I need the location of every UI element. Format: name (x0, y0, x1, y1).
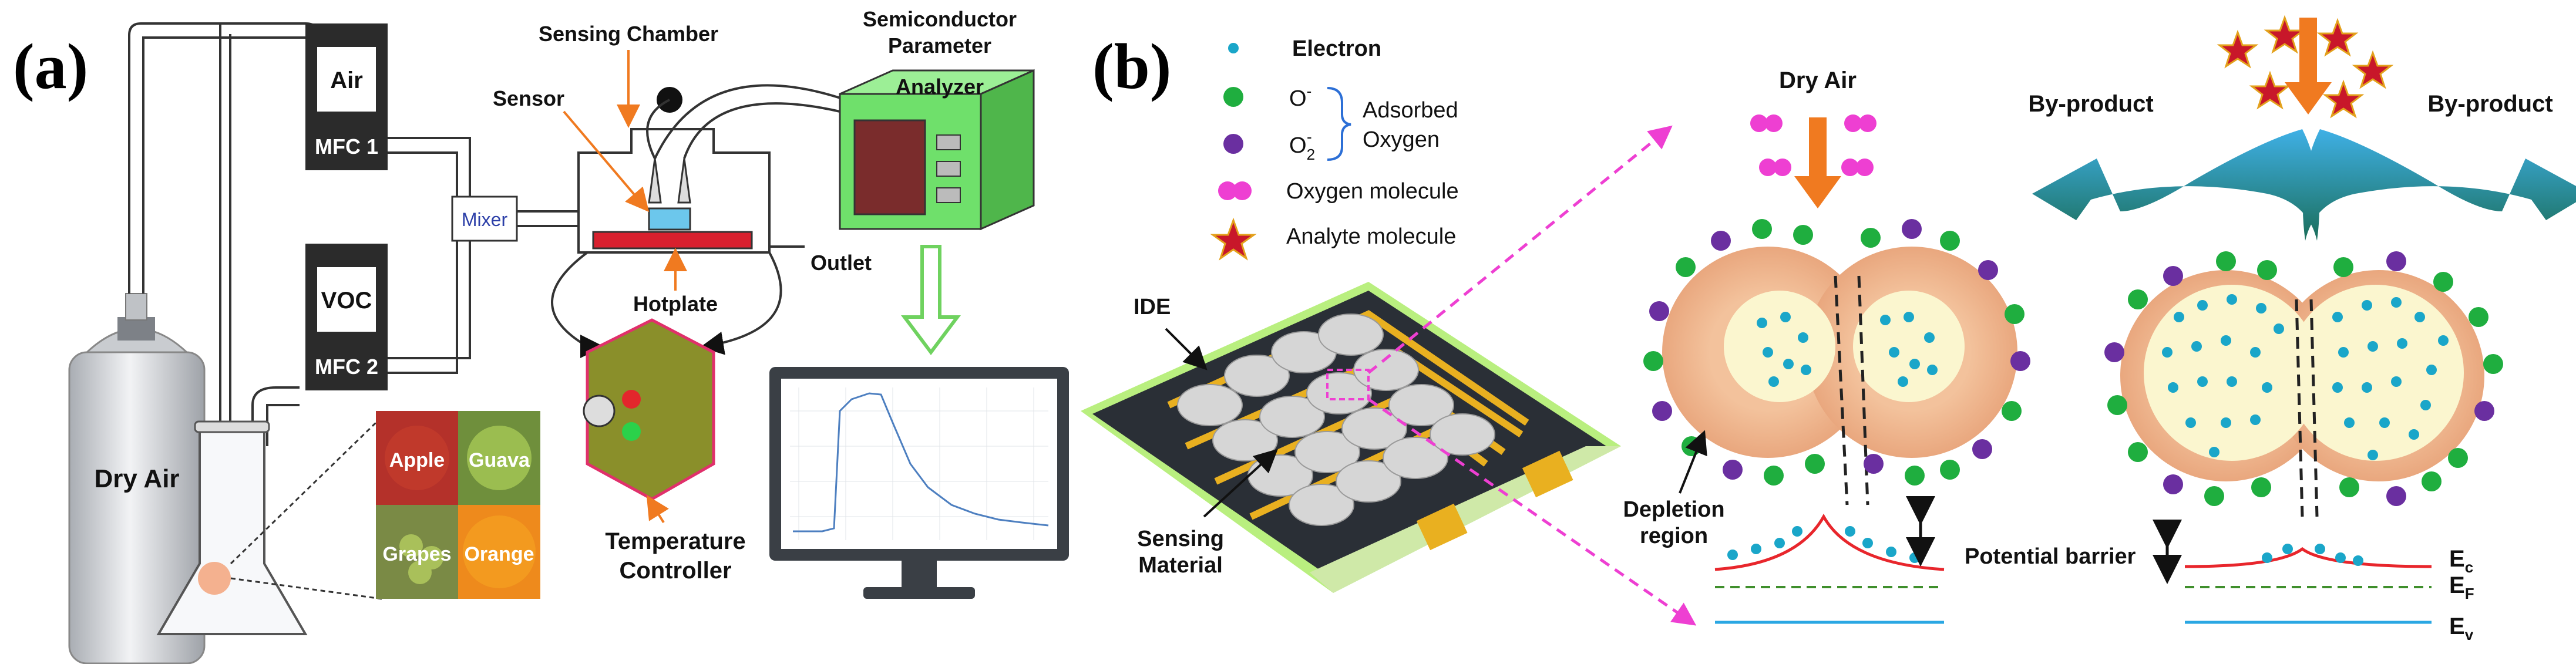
ev-label: Ev (2449, 614, 2474, 643)
mfc-voc-gas-label: VOC (321, 288, 372, 314)
ide-device (1081, 282, 1621, 593)
parameter-analyzer (839, 69, 1035, 231)
adsorbed-oxygen-dry-air (1643, 219, 2030, 486)
panel-b-label: (b) (1092, 31, 1171, 102)
ec-label: Ec (2449, 546, 2473, 576)
analyte-arrow-icon (2285, 18, 2332, 114)
temperature-controller-line1: Temperature (605, 528, 745, 554)
fruit-apple: Apple (389, 449, 445, 471)
analyzer-line2: Parameter (888, 33, 991, 58)
analyzer-line1: Semiconductor (863, 7, 1017, 31)
band-diagram-analyte (2184, 544, 2432, 624)
legend-oxygen-molecule: Oxygen molecule (1286, 179, 1459, 204)
dry-air-label: Dry Air (94, 464, 179, 493)
fruit-orange: Orange (464, 543, 534, 565)
dry-air-cylinder: Dry Air (68, 293, 206, 664)
legend-o2-minus: O2- (1289, 128, 1315, 163)
legend: Electron O- O2- Adsorbed Oxygen Oxygen m… (1210, 36, 1459, 261)
byproduct-left-arrow-icon (2032, 129, 2320, 241)
byproduct-right-label: By-product (2427, 91, 2553, 117)
mixer-label: Mixer (462, 209, 508, 230)
dry-air-arrow-icon (1794, 117, 1841, 208)
byproduct-right-arrow-icon (2302, 129, 2576, 241)
zoom-line-bottom (1367, 397, 1697, 626)
fruit-guava: Guava (469, 449, 530, 471)
voc-flask (156, 420, 382, 635)
legend-adsorbed-line1: Adsorbed (1363, 98, 1458, 123)
legend-o-minus: O- (1289, 82, 1311, 111)
temperature-controller-line2: Controller (619, 558, 731, 584)
analyzer-line3: Analyzer (896, 75, 984, 99)
hotplate-label: Hotplate (633, 292, 718, 316)
legend-adsorbed-line2: Oxygen (1363, 127, 1440, 152)
sensing-material-line2: Material (1138, 553, 1223, 578)
mfc-air: Air MFC 1 (305, 23, 388, 170)
panel-a-label: (a) (13, 31, 88, 102)
mfc2-label: MFC 2 (315, 355, 378, 379)
zoom-line-top (1367, 125, 1673, 374)
sensing-chamber-label: Sensing Chamber (539, 22, 718, 46)
potential-barrier-label: Potential barrier (1965, 544, 2136, 569)
electrons-analyte (2162, 294, 2449, 460)
dry-air-label-b: Dry Air (1779, 68, 1857, 93)
ef-label: EF (2449, 572, 2474, 602)
outlet-label: Outlet (811, 251, 872, 275)
mixer-box: Mixer (451, 196, 518, 242)
fruit-grapes: Grapes (382, 543, 451, 565)
analyte-stars (2217, 15, 2394, 119)
oxygen-molecules (1750, 114, 1876, 176)
sensor-label: Sensor (493, 86, 564, 110)
mfc1-label: MFC 1 (315, 134, 378, 159)
depletion-line1: Depletion (1623, 497, 1724, 522)
temperature-controller (583, 318, 715, 501)
depletion-line2: region (1640, 524, 1708, 548)
mfc-air-gas-label: Air (330, 68, 363, 93)
monitor (769, 367, 1069, 599)
controller-wires (551, 251, 782, 358)
grains-dry-air (1662, 247, 2017, 505)
band-diagram-dry-air (1714, 496, 1945, 624)
mfc-voc: VOC MFC 2 (305, 244, 388, 390)
adsorbed-oxygen-analyte (2104, 251, 2503, 506)
fruit-photos: Apple Guava Grapes Orange (376, 411, 540, 599)
byproduct-left-label: By-product (2028, 91, 2153, 117)
legend-analyte-molecule: Analyte molecule (1286, 224, 1456, 249)
electrons-dry-air (1757, 312, 1938, 387)
down-arrow-icon (901, 245, 961, 355)
sensing-material-line1: Sensing (1137, 527, 1224, 551)
sensing-chamber (577, 84, 846, 254)
legend-electron: Electron (1292, 36, 1381, 61)
ide-label: IDE (1134, 295, 1171, 319)
